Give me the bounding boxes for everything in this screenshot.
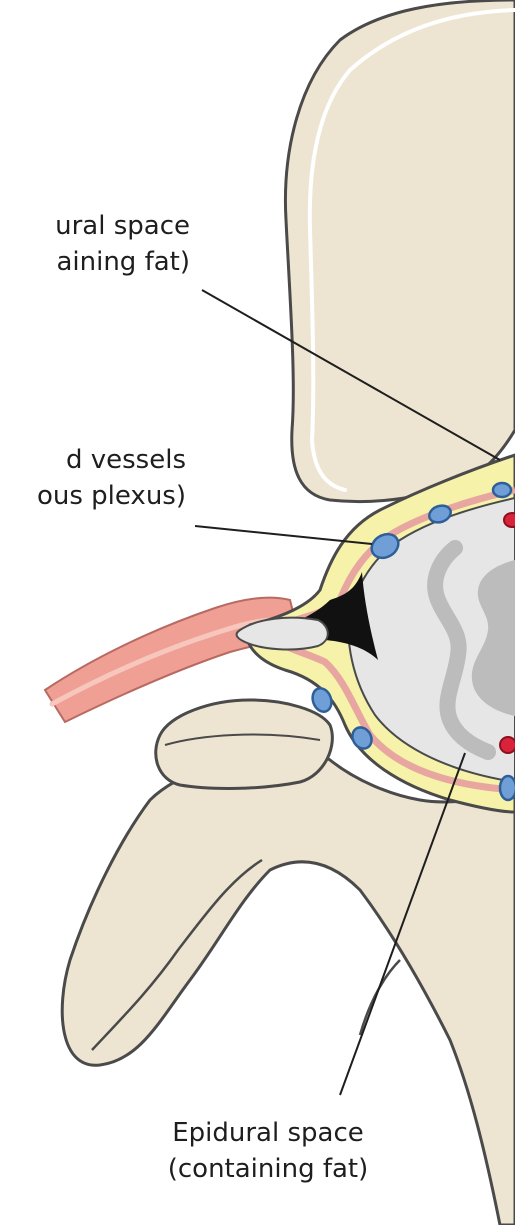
label-epidural-top-line2: aining fat): [0, 244, 190, 280]
vein-3: [493, 483, 511, 497]
label-epidural-space-bottom: Epidural space (containing fat): [128, 1115, 408, 1187]
leader-line-vessels: [195, 526, 372, 544]
label-vessels-line1: d vessels: [0, 442, 186, 478]
label-epidural-bottom-line1: Epidural space: [128, 1115, 408, 1151]
label-epidural-bottom-line2: (containing fat): [128, 1151, 408, 1187]
articular-facet: [156, 700, 333, 788]
label-vessels-line2: ous plexus): [0, 478, 186, 514]
vertebral-body: [285, 0, 515, 502]
label-epidural-top-line1: ural space: [0, 208, 190, 244]
artery-upper: [504, 513, 515, 527]
artery-lower: [500, 737, 515, 753]
label-blood-vessels: d vessels ous plexus): [0, 442, 186, 514]
vein-6: [500, 776, 515, 800]
label-epidural-space-top: ural space aining fat): [0, 208, 190, 280]
